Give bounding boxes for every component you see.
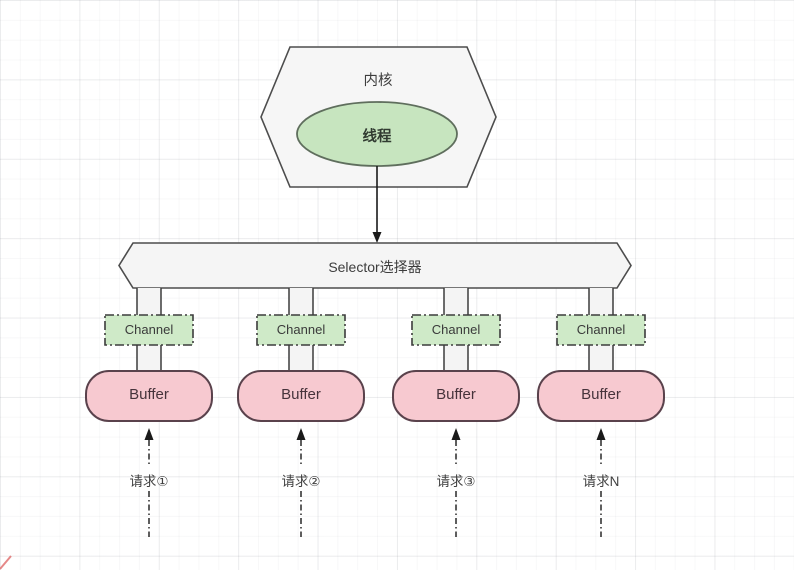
channel-box [556, 314, 646, 346]
thread-to-selector-arrowhead-icon [372, 232, 382, 243]
request-arrowhead-icon [451, 428, 461, 440]
column-4-shapes [537, 288, 665, 537]
buffer-box [392, 370, 520, 422]
channel-box [411, 314, 501, 346]
column-2-shapes [237, 288, 365, 537]
request-arrowhead-icon [296, 428, 306, 440]
column-3-shapes [392, 288, 520, 537]
channel-box [256, 314, 346, 346]
selector-bar-shape [118, 242, 632, 289]
column-1-shapes [85, 288, 213, 537]
corner-mark [0, 555, 12, 570]
thread-ellipse [296, 101, 458, 167]
buffer-box [237, 370, 365, 422]
request-arrowhead-icon [596, 428, 606, 440]
buffer-box [85, 370, 213, 422]
buffer-box [537, 370, 665, 422]
request-arrowhead-icon [144, 428, 154, 440]
channel-box [104, 314, 194, 346]
